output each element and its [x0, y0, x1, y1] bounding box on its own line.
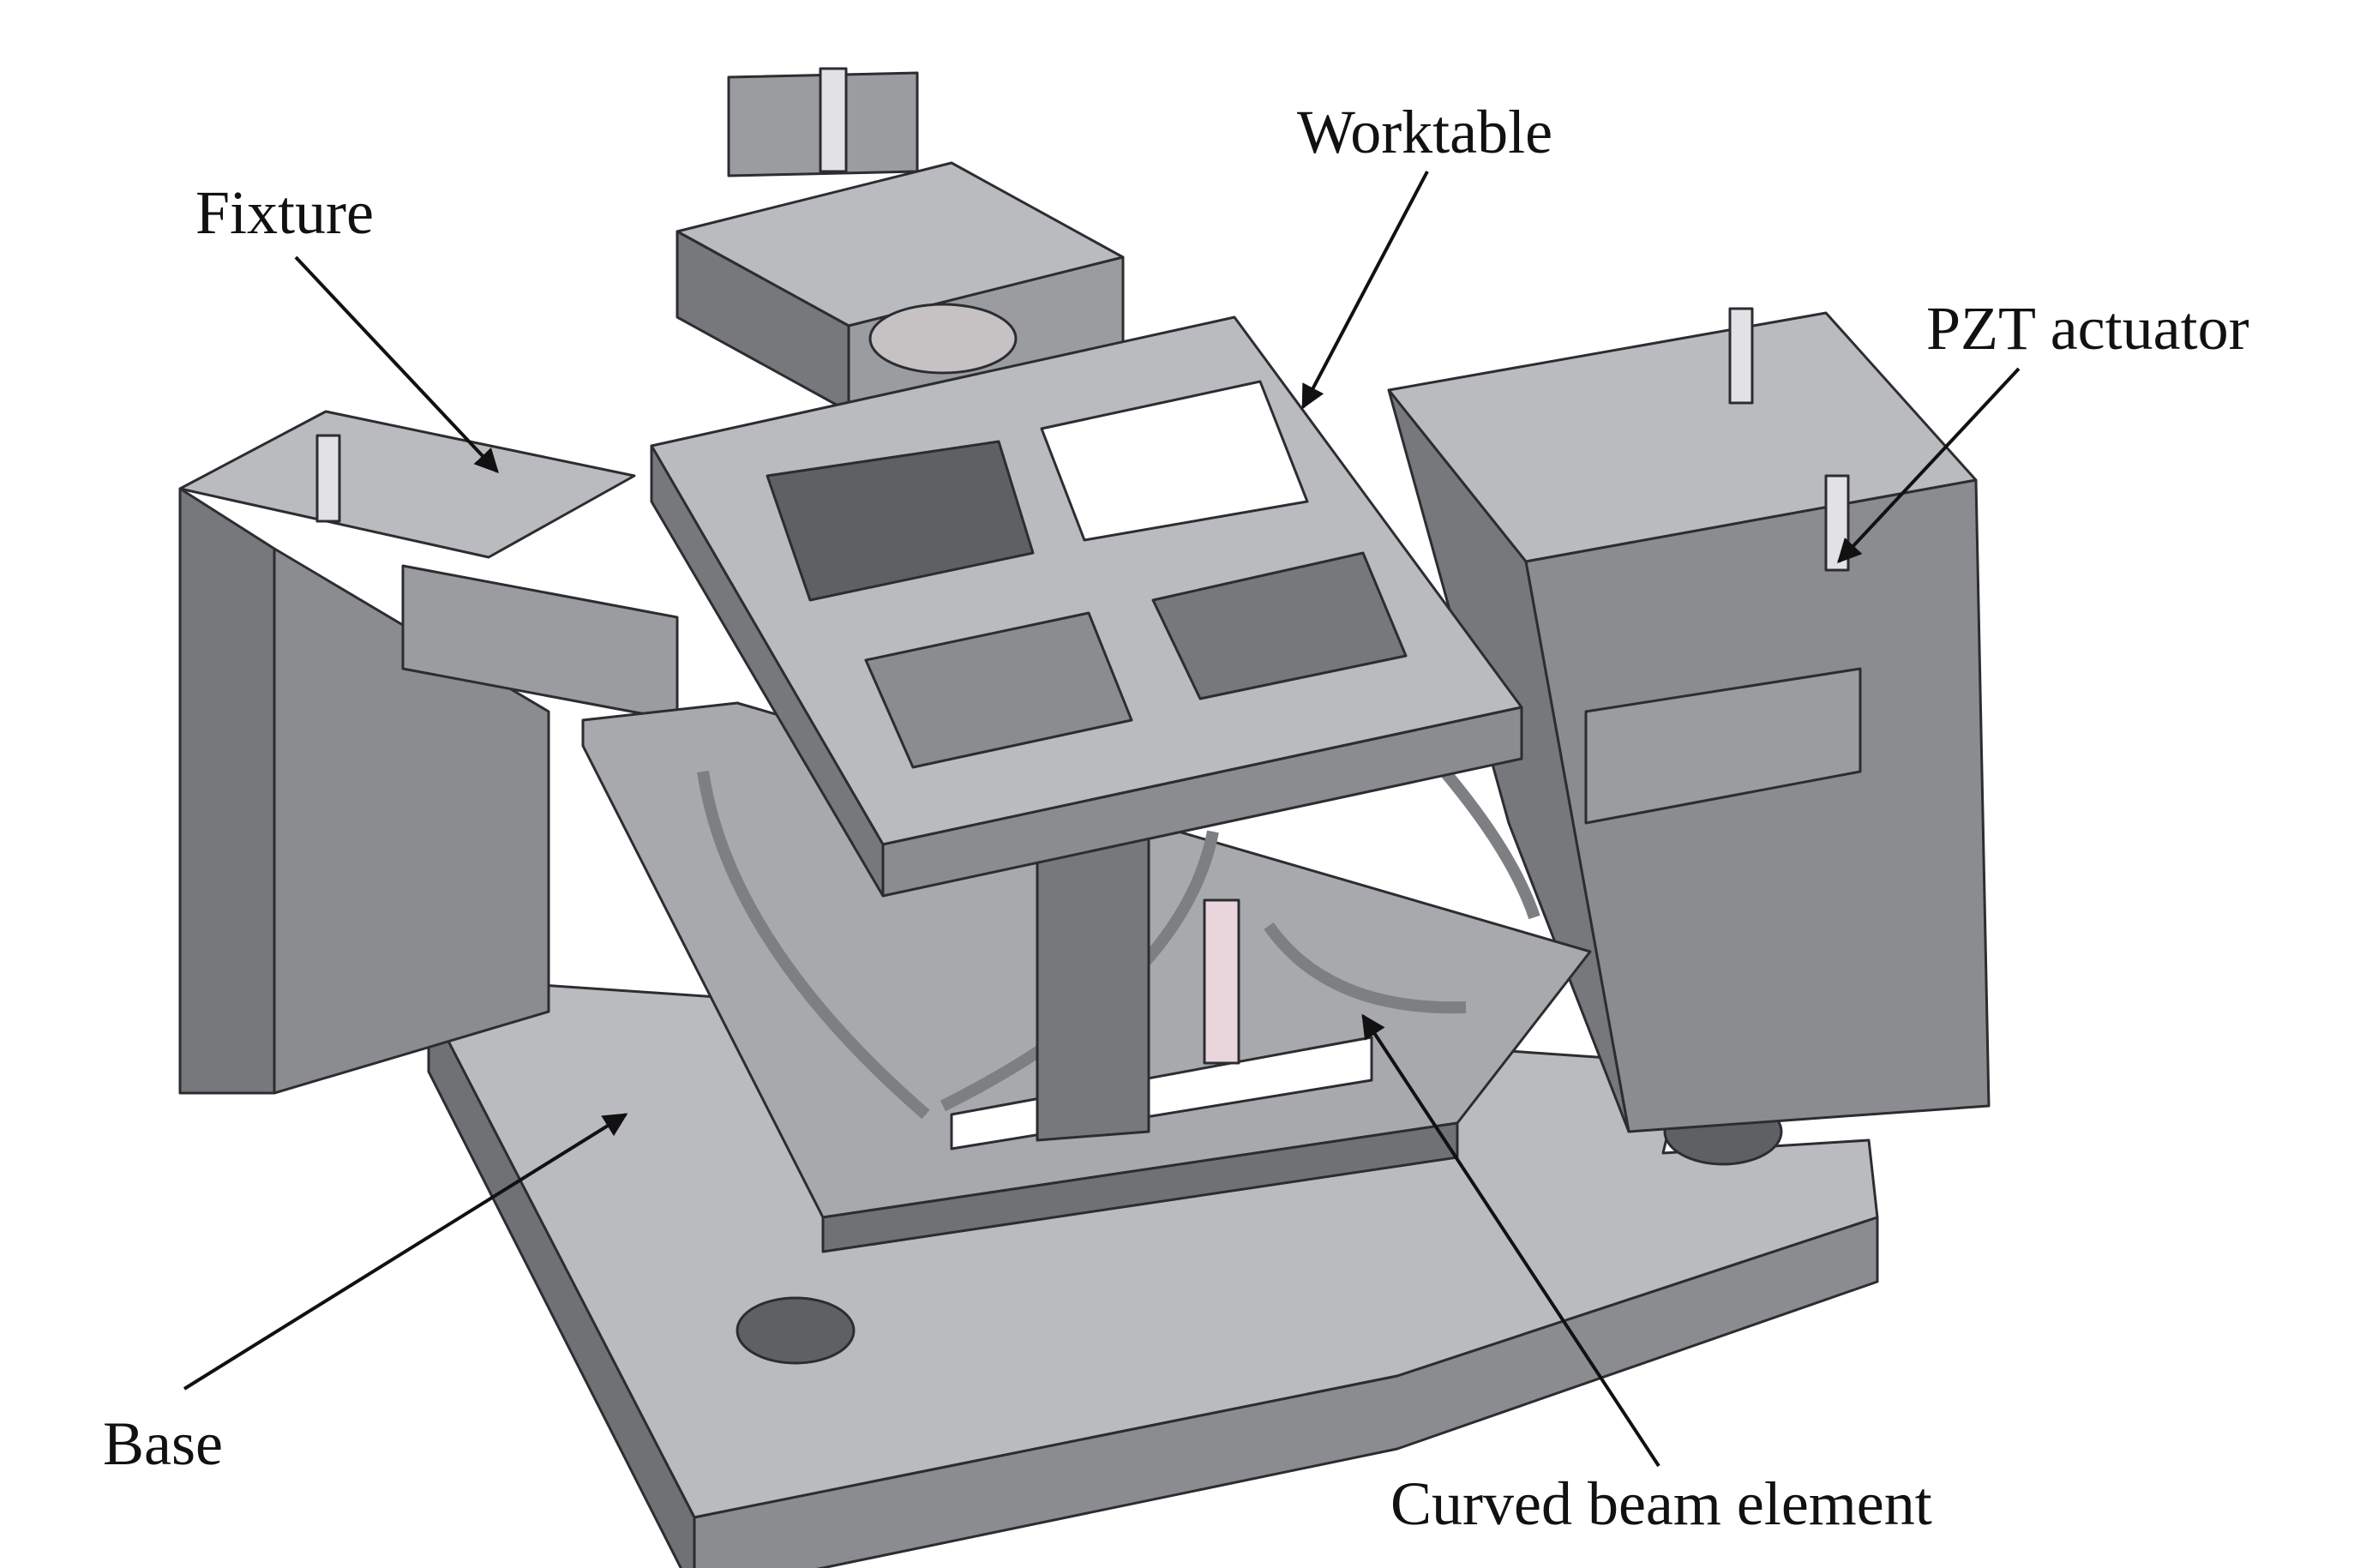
right-fixture-clamp: [1584, 667, 1862, 825]
curved-beam-right: [1264, 922, 1467, 1014]
curved-beam-left: [697, 770, 930, 1120]
base-left-face: [427, 1001, 696, 1568]
left-fixture-pillar-left: [178, 487, 276, 1095]
left-fixture-pin: [315, 434, 341, 523]
worktable-front: [881, 706, 1523, 898]
left-fixture-top: [178, 410, 636, 559]
right-fixture-pin-back: [1728, 307, 1754, 405]
base-mount-hole-left: [736, 1296, 856, 1365]
arrow-curved-beam: [1361, 1013, 1660, 1468]
worktable: [650, 315, 1523, 898]
label-worktable: Worktable: [1297, 98, 1553, 166]
worktable-window-back-right: [1040, 380, 1309, 542]
fixture-back: [676, 67, 1125, 413]
back-fixture-ring: [868, 303, 1018, 375]
callout-arrows: [183, 171, 2021, 1468]
arrow-pzt-actuator: [1837, 367, 2021, 564]
worktable-window-front-right: [1151, 551, 1408, 700]
fixture-left: [178, 410, 679, 1095]
worktable-window-back-left: [766, 440, 1035, 602]
back-fixture-pin: [819, 67, 848, 173]
label-fixture: Fixture: [195, 178, 374, 247]
arrow-fixture: [294, 255, 499, 474]
central-column: [1036, 813, 1240, 1142]
label-pzt-actuator: PZT actuator: [1926, 294, 2249, 363]
column-body: [1036, 813, 1150, 1142]
label-curved-beam-element: Curved beam element: [1390, 1469, 1932, 1538]
arrow-worktable: [1301, 171, 1429, 410]
arrow-base: [183, 1113, 628, 1391]
worktable-window-front-left: [864, 611, 1133, 769]
label-base: Base: [103, 1409, 223, 1478]
base-front-face: [693, 1216, 1879, 1568]
pink-rod: [1203, 898, 1240, 1065]
